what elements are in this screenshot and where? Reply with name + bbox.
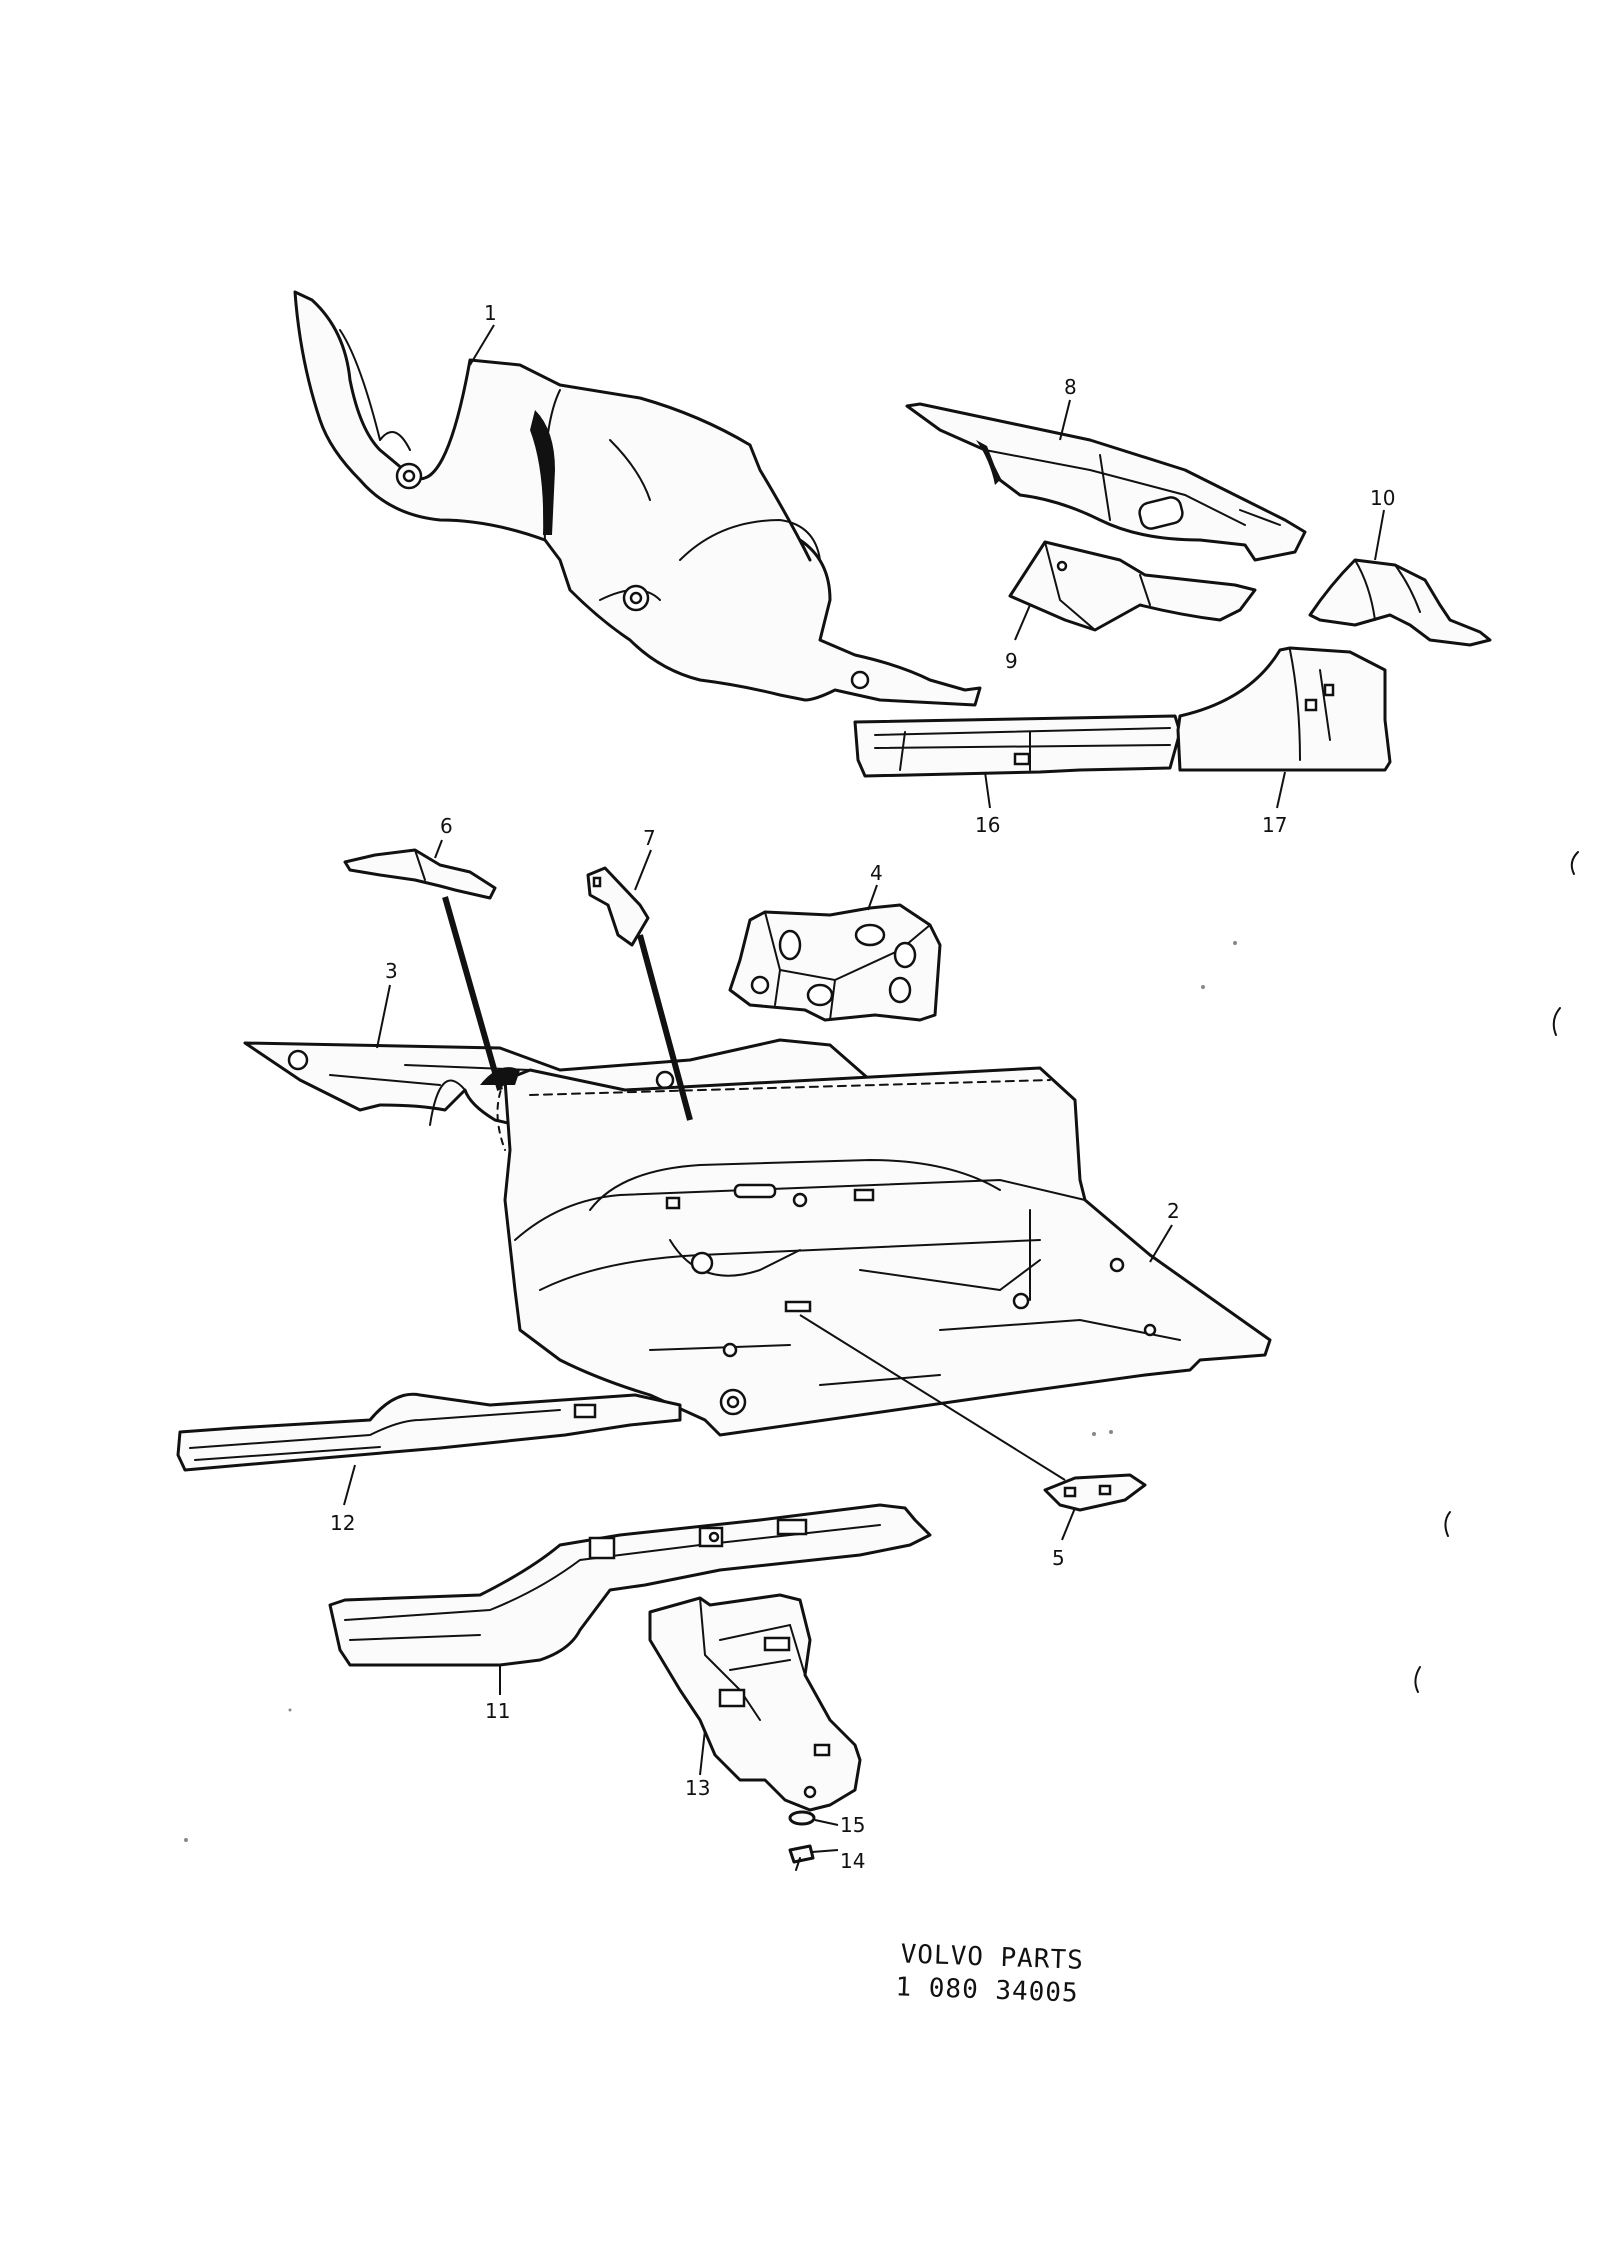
callout-3: 3 <box>385 959 398 983</box>
callout-12: 12 <box>330 1511 355 1535</box>
caption-brand: VOLVO PARTS <box>900 1939 1084 1975</box>
leader-lines <box>343 324 1385 1853</box>
part-10-mount <box>1308 558 1492 647</box>
part-9-bracket <box>1008 540 1257 632</box>
callout-1: 1 <box>484 301 497 325</box>
part-1-wheelhouse-panel <box>293 290 982 707</box>
callout-11: 11 <box>485 1699 510 1723</box>
part-13-outrigger-bracket <box>648 1593 862 1812</box>
callout-15: 15 <box>840 1813 865 1837</box>
caption-block: VOLVO PARTS 1 080 34005 <box>895 1939 1084 2008</box>
part-5-bracket <box>1043 1473 1147 1512</box>
part-4-crossmember <box>728 903 942 1022</box>
part-12-side-member <box>176 1392 682 1472</box>
callout-14: 14 <box>840 1849 865 1873</box>
callout-13: 13 <box>685 1776 710 1800</box>
callout-8: 8 <box>1064 375 1077 399</box>
callout-5: 5 <box>1052 1546 1065 1570</box>
part-17-rear-sill-member <box>1176 646 1392 772</box>
part-6-bracket <box>343 848 497 900</box>
part-7-clip <box>586 866 650 947</box>
callout-6: 6 <box>440 814 453 838</box>
callout-16: 16 <box>975 813 1000 837</box>
caption-number: 1 080 34005 <box>895 1972 1079 2008</box>
callout-17: 17 <box>1262 813 1287 837</box>
callout-10: 10 <box>1370 486 1395 510</box>
callout-7: 7 <box>643 826 656 850</box>
callout-labels: 1 8 10 9 16 17 6 7 4 3 2 12 5 11 13 15 1… <box>330 301 1395 1873</box>
part-11-rear-side-member <box>328 1503 932 1667</box>
part-2-floor-panel <box>480 1066 1272 1437</box>
part-15-washer <box>788 1810 816 1826</box>
part-14-bolt <box>788 1844 815 1871</box>
part-16-sill-member <box>853 714 1182 778</box>
callout-2: 2 <box>1167 1199 1180 1223</box>
part-8-member <box>905 402 1307 562</box>
callout-4: 4 <box>870 861 883 885</box>
scan-artifacts <box>184 851 1579 1842</box>
callout-9: 9 <box>1005 649 1018 673</box>
